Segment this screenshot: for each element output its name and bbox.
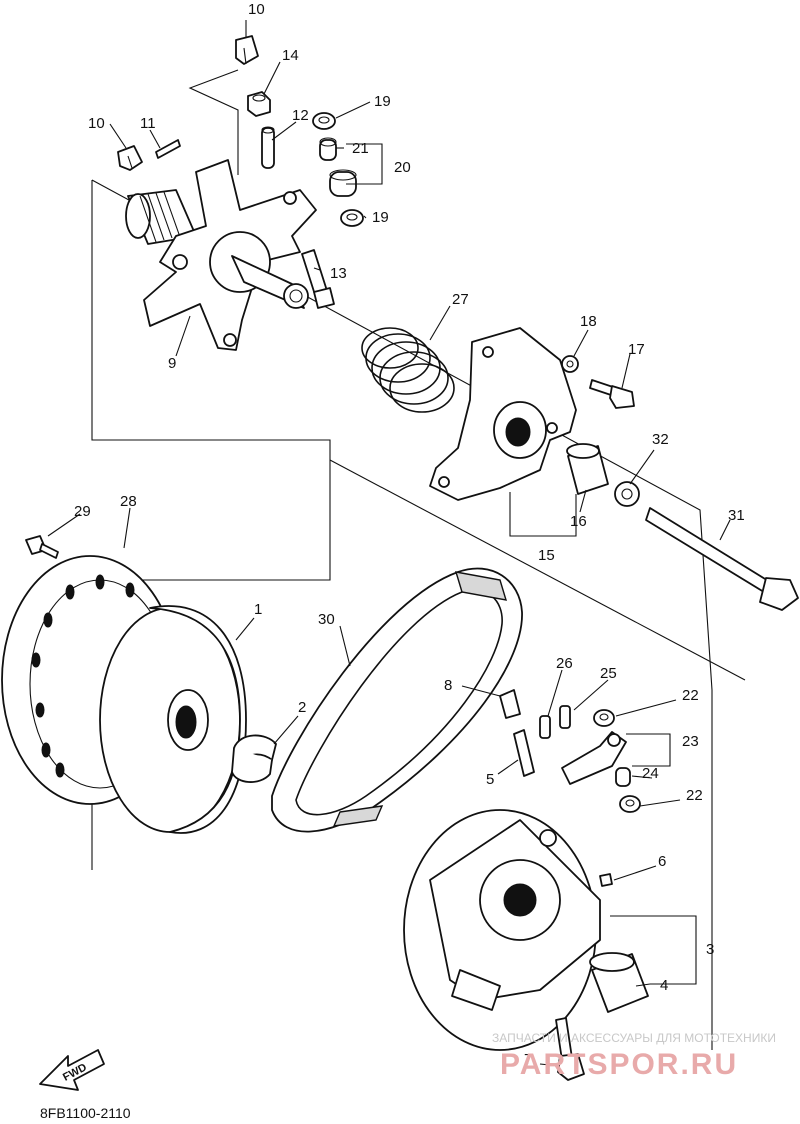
part-3-sheave	[403, 809, 601, 1051]
callout-4: 4	[660, 977, 668, 994]
callout-19: 19	[372, 209, 389, 226]
callout-23: 23	[682, 733, 699, 750]
part-2-clip	[231, 734, 277, 783]
part-23-arm	[561, 731, 627, 785]
callout-13: 13	[330, 265, 347, 282]
callout-24: 24	[642, 765, 659, 782]
part-31-bolt	[645, 507, 799, 611]
callout-25: 25	[600, 665, 617, 682]
callout-6: 6	[658, 853, 666, 870]
diagram-code: 8FB1100-2110	[40, 1105, 131, 1121]
callout-10: 10	[88, 115, 105, 132]
part-6-screw	[599, 873, 613, 887]
callout-2: 2	[298, 699, 306, 716]
leader-lines	[47, 20, 731, 1067]
callout-5: 5	[486, 771, 494, 788]
part-16-bushing	[566, 443, 609, 495]
part-27-spring	[361, 327, 455, 413]
part-20-roller	[329, 169, 357, 197]
callout-12: 12	[292, 107, 309, 124]
callout-14: 14	[282, 47, 299, 64]
callout-19: 19	[374, 93, 391, 110]
callout-30: 30	[318, 611, 335, 628]
callout-labels: 10 14 12 19 21 20 19 10 11 13 9 27 18 17…	[74, 1, 745, 1068]
forward-arrow-icon: FWD	[39, 1049, 105, 1091]
part-5-pin	[513, 729, 535, 777]
part-11-pin	[155, 139, 181, 159]
part-22-washer-top	[593, 709, 615, 727]
part-1-sheave	[99, 605, 247, 834]
part-26-pin	[539, 715, 551, 739]
callout-15: 15	[538, 547, 555, 564]
part-19-washer-bottom	[340, 209, 364, 227]
part-10-clip-left	[117, 145, 143, 171]
callout-10: 10	[248, 1, 265, 18]
part-22-washer-bottom	[619, 795, 641, 813]
part-19-washer-top	[312, 112, 336, 130]
part-15-cover	[429, 327, 577, 501]
part-9-spider-assembly	[125, 159, 317, 351]
callout-1: 1	[254, 601, 262, 618]
part-10-clip-top	[235, 35, 259, 65]
part-8-cap	[499, 689, 521, 719]
callout-32: 32	[652, 431, 669, 448]
callout-16: 16	[570, 513, 587, 530]
part-4-bushing	[589, 952, 649, 1013]
callout-7: 7	[524, 1051, 532, 1068]
callout-3: 3	[706, 941, 714, 958]
part-21-bushing	[319, 137, 337, 161]
callout-18: 18	[580, 313, 597, 330]
part-24-roller	[615, 767, 631, 787]
part-17-bolt	[589, 379, 635, 409]
part-30-belt	[271, 567, 523, 833]
part-25-pin	[559, 705, 571, 729]
callout-11: 11	[140, 115, 156, 132]
callout-8: 8	[444, 677, 452, 694]
callout-31: 31	[728, 507, 745, 524]
callout-29: 29	[74, 503, 91, 520]
callout-26: 26	[556, 655, 573, 672]
callout-22: 22	[682, 687, 699, 704]
callout-21: 21	[352, 140, 369, 157]
part-7-bolt	[555, 1017, 585, 1081]
part-13-bolt	[301, 249, 335, 309]
callout-20: 20	[394, 159, 411, 176]
watermark-caption: ЗАПЧАСТИ И АКСЕССУАРЫ ДЛЯ МОТОТЕХНИКИ	[492, 1031, 776, 1045]
callout-27: 27	[452, 291, 469, 308]
callout-28: 28	[120, 493, 137, 510]
part-29-bolt	[25, 535, 59, 559]
callout-22: 22	[686, 787, 703, 804]
callout-9: 9	[168, 355, 176, 372]
watermark-brand: PARTSPOR.RU	[500, 1048, 738, 1081]
part-14-nut	[247, 91, 271, 117]
part-32-washer	[614, 481, 640, 507]
part-12-pin	[261, 126, 275, 169]
callout-17: 17	[628, 341, 645, 358]
part-18-washer	[561, 355, 579, 373]
